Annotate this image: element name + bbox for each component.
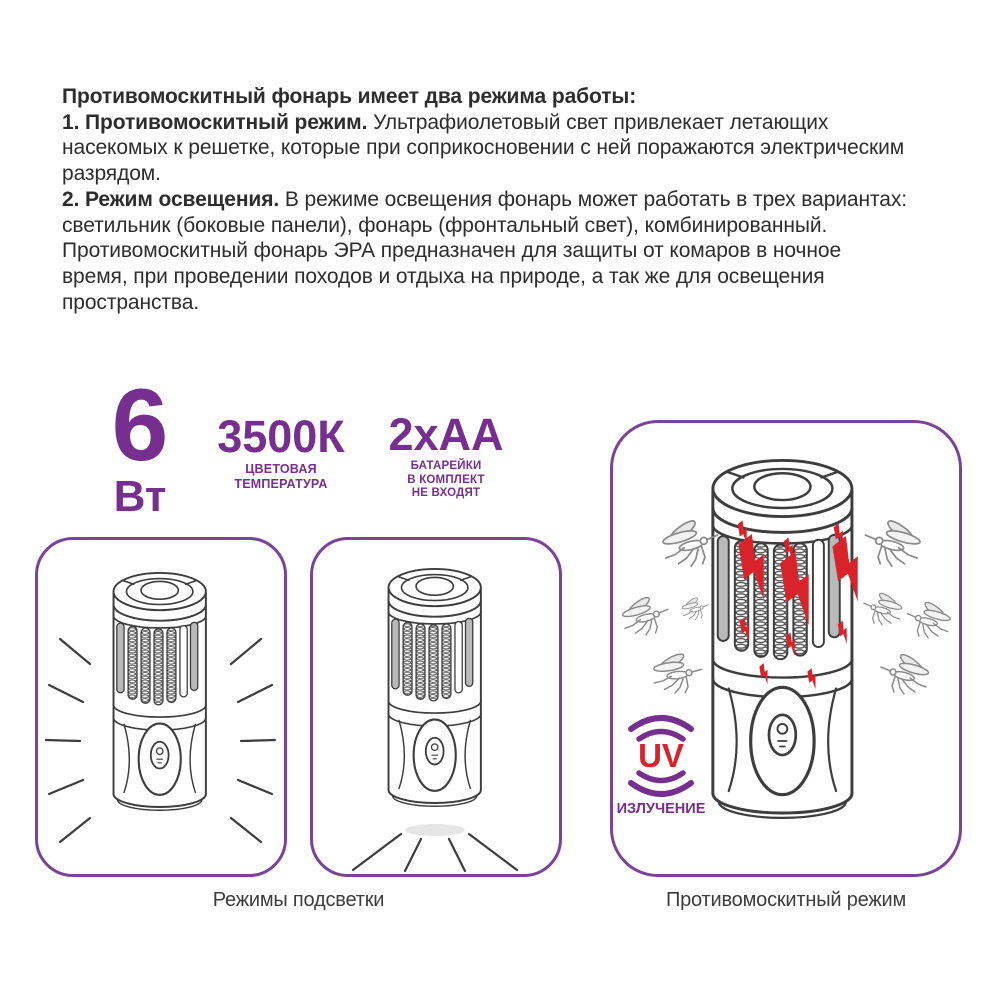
uv-radiation-icon: UV ИЗЛУЧЕНИЕ xyxy=(617,715,706,817)
spec-color-temperature: 3500К ЦВЕТОВАЯ ТЕМПЕРАТУРА xyxy=(210,414,352,492)
caption-light-modes: Режимы подсветки xyxy=(212,889,385,911)
mode1-title: 1. Противомоскитный режим. xyxy=(62,110,368,134)
spec-battery-label-line2: В КОМПЛЕКТ xyxy=(407,473,485,486)
spec-battery: 2хАА БАТАРЕЙКИ В КОМПЛЕКТ НЕ ВХОДЯТ xyxy=(378,412,514,501)
caption-mosquito-mode: Противомоскитный режим xyxy=(665,889,907,911)
lantern-illustration xyxy=(387,567,482,808)
spec-power-unit: Вт xyxy=(113,471,167,521)
mode2-text: В режиме освещения фонарь может работать… xyxy=(62,187,907,237)
description-intro-bold: Противомоскитный фонарь имеет два режима… xyxy=(62,85,637,108)
spec-battery-value: 2хАА xyxy=(388,409,504,460)
uv-text: UV xyxy=(638,737,684,774)
spec-power: 6 Вт xyxy=(78,368,202,522)
description-mode1: 1. Противомоскитный режим. Ультрафиолето… xyxy=(62,110,910,187)
mode1-text: Ультрафиолетовый свет привлекает летающи… xyxy=(62,110,905,186)
front-light-illustration xyxy=(351,567,519,873)
spec-temperature-label: ЦВЕТОВАЯ ТЕМПЕРАТУРА xyxy=(210,462,352,492)
description-outro: Противомоскитный фонарь ЭРА предназначен… xyxy=(62,238,910,315)
panel-mosquito-mode: UV ИЗЛУЧЕНИЕ xyxy=(610,420,962,877)
panel-side-light-mode xyxy=(35,537,287,877)
spec-power-value: 6 xyxy=(111,368,169,482)
spec-temperature-label-line2: ТЕМПЕРАТУРА xyxy=(234,476,328,491)
description-mode2: 2. Режим освещения. В режиме освещения ф… xyxy=(62,187,910,238)
description-text: Противомоскитный фонарь имеет два режима… xyxy=(62,84,910,315)
mode2-title: 2. Режим освещения. xyxy=(62,187,280,211)
description-intro: Противомоскитный фонарь имеет два режима… xyxy=(62,84,910,110)
side-light-illustration xyxy=(44,571,277,844)
spec-battery-label: БАТАРЕЙКИ В КОМПЛЕКТ НЕ ВХОДЯТ xyxy=(378,460,514,501)
lantern-illustration xyxy=(112,571,207,812)
lantern-illustration xyxy=(711,458,854,820)
spec-temperature-value: 3500К xyxy=(217,411,345,462)
uv-label: ИЗЛУЧЕНИЕ xyxy=(617,801,706,817)
light-rays-down xyxy=(351,832,519,873)
outro-text: Противомоскитный фонарь ЭРА предназначен… xyxy=(62,239,842,314)
light-glow xyxy=(405,824,465,836)
panel-front-light-mode xyxy=(310,537,562,877)
uv-arcs xyxy=(628,715,694,797)
light-rays-side xyxy=(44,637,277,844)
spec-battery-label-line3: НЕ ВХОДЯТ xyxy=(411,487,481,500)
spec-temperature-label-line1: ЦВЕТОВАЯ xyxy=(245,462,317,476)
spec-battery-label-line1: БАТАРЕЙКИ xyxy=(410,460,482,472)
mosquito-mode-illustration: UV ИЗЛУЧЕНИЕ xyxy=(617,458,952,820)
